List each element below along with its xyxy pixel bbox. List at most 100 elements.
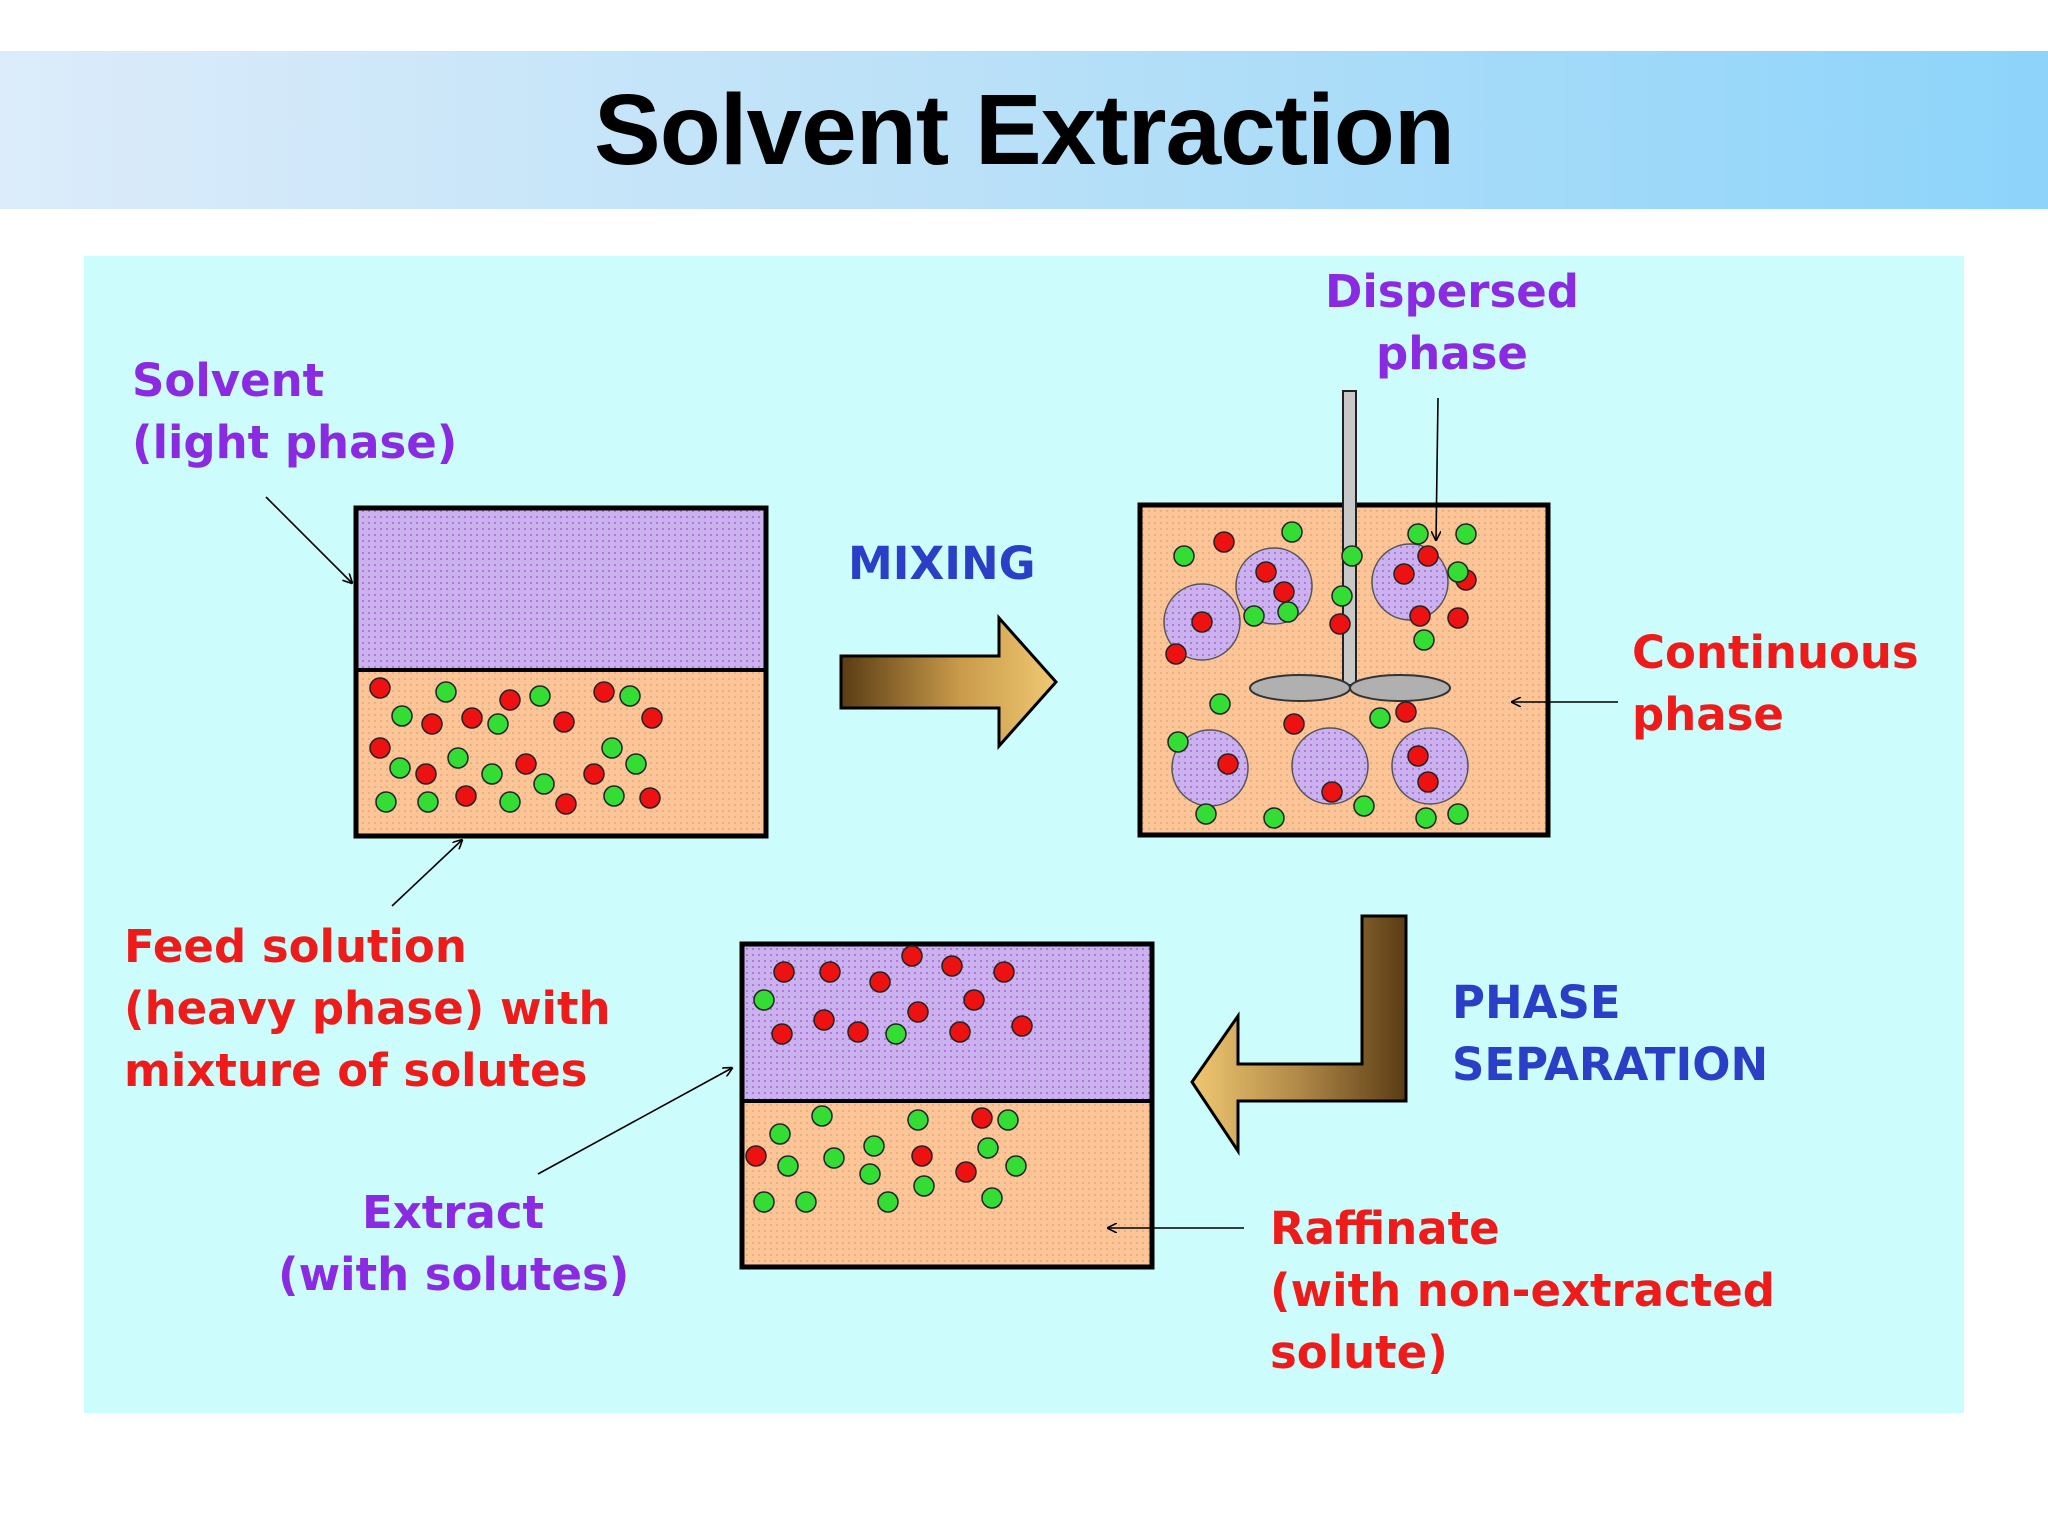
solvent-label-line1: Solvent xyxy=(132,354,325,407)
page-title: Solvent Extraction xyxy=(594,73,1455,186)
pointer-feed xyxy=(391,840,462,907)
solute-red xyxy=(1407,745,1429,767)
dispersed-label-line2: phase xyxy=(1376,327,1528,380)
solute-red xyxy=(1217,753,1239,775)
solute-red xyxy=(421,713,443,735)
solute-red xyxy=(1213,531,1235,553)
raffinate-label-line3: solute) xyxy=(1270,1326,1448,1379)
solute-green xyxy=(1455,523,1477,545)
solute-red xyxy=(593,681,615,703)
solute-green xyxy=(997,1109,1019,1131)
solute-red xyxy=(1321,781,1343,803)
solute-red xyxy=(869,971,891,993)
initial-vessel xyxy=(353,505,769,839)
solute-green xyxy=(601,737,623,759)
extraction-diagram xyxy=(265,390,1618,1270)
solute-red xyxy=(1011,1015,1033,1037)
dispersed-phase-label: Dispersed phase xyxy=(1312,261,1592,385)
continuous-label-line1: Continuous xyxy=(1632,626,1919,679)
solute-red xyxy=(847,1021,869,1043)
mixing-arrow xyxy=(839,614,1059,750)
pointer-solvent xyxy=(265,496,352,583)
solute-green xyxy=(435,681,457,703)
solute-red xyxy=(1283,713,1305,735)
solute-red xyxy=(963,989,985,1011)
solute-green xyxy=(863,1135,885,1157)
solute-green xyxy=(1263,807,1285,829)
solute-red xyxy=(901,945,923,967)
dispersed-droplet xyxy=(1291,727,1369,805)
solute-green xyxy=(1369,707,1391,729)
extract-label-line2: (with solutes) xyxy=(278,1248,630,1301)
solute-red xyxy=(941,955,963,977)
solute-green xyxy=(417,791,439,813)
solute-green xyxy=(389,757,411,779)
feed-label: Feed solution (heavy phase) with mixture… xyxy=(124,916,611,1102)
solute-green xyxy=(1281,521,1303,543)
pointer-extract xyxy=(537,1068,732,1175)
solute-green xyxy=(1243,605,1265,627)
raffinate-label-line2: (with non-extracted xyxy=(1270,1264,1775,1317)
solute-red xyxy=(1191,611,1213,633)
solute-red xyxy=(1395,701,1417,723)
solute-red xyxy=(639,787,661,809)
solute-red xyxy=(583,763,605,785)
solute-green xyxy=(447,747,469,769)
solvent-layer xyxy=(356,508,766,670)
feed-label-line2: (heavy phase) with xyxy=(124,982,611,1035)
phase-separation-line1: PHASE xyxy=(1452,976,1621,1029)
solute-red xyxy=(455,785,477,807)
solute-green xyxy=(625,753,647,775)
solute-green xyxy=(1167,731,1189,753)
solute-green xyxy=(529,685,551,707)
solute-red xyxy=(949,1021,971,1043)
solvent-label-line2: (light phase) xyxy=(132,416,458,469)
solute-green xyxy=(885,1023,907,1045)
solute-green xyxy=(877,1191,899,1213)
dispersed-label-line1: Dispersed xyxy=(1324,265,1579,318)
solute-green xyxy=(1415,807,1437,829)
solute-red xyxy=(555,793,577,815)
solute-red xyxy=(553,711,575,733)
solute-green xyxy=(1173,545,1195,567)
solute-red xyxy=(1273,581,1295,603)
solute-green xyxy=(777,1155,799,1177)
solute-red xyxy=(911,1145,933,1167)
solute-red xyxy=(955,1161,977,1183)
diagram-panel: Solvent (light phase) Feed solution (hea… xyxy=(84,256,1964,1413)
solute-green xyxy=(769,1123,791,1145)
solute-red xyxy=(415,763,437,785)
solute-green xyxy=(977,1137,999,1159)
solute-green xyxy=(859,1163,881,1185)
solute-green xyxy=(1407,523,1429,545)
solute-green xyxy=(913,1175,935,1197)
solvent-label: Solvent (light phase) xyxy=(132,350,457,474)
solute-red xyxy=(1393,563,1415,585)
solute-red xyxy=(1165,643,1187,665)
title-band: Solvent Extraction xyxy=(0,51,2048,209)
solute-red xyxy=(1329,613,1351,635)
solute-green xyxy=(1447,561,1469,583)
solute-red xyxy=(641,707,663,729)
solute-red xyxy=(1447,607,1469,629)
feed-label-line3: mixture of solutes xyxy=(124,1044,588,1097)
solute-green xyxy=(753,989,775,1011)
solute-red xyxy=(499,689,521,711)
solute-red xyxy=(813,1009,835,1031)
solute-green xyxy=(1353,795,1375,817)
solute-green xyxy=(1209,693,1231,715)
solute-red xyxy=(993,961,1015,983)
solute-green xyxy=(907,1109,929,1131)
impeller-blade-left xyxy=(1249,674,1351,702)
solute-green xyxy=(391,705,413,727)
solute-green xyxy=(811,1105,833,1127)
solute-green xyxy=(1341,545,1363,567)
solute-green xyxy=(1447,803,1469,825)
solute-red xyxy=(461,707,483,729)
pointer-lines xyxy=(265,397,1618,1228)
impeller-blade-right xyxy=(1349,674,1451,702)
solute-green xyxy=(481,763,503,785)
solute-red xyxy=(369,677,391,699)
solute-red xyxy=(1417,545,1439,567)
solute-red xyxy=(1417,771,1439,793)
